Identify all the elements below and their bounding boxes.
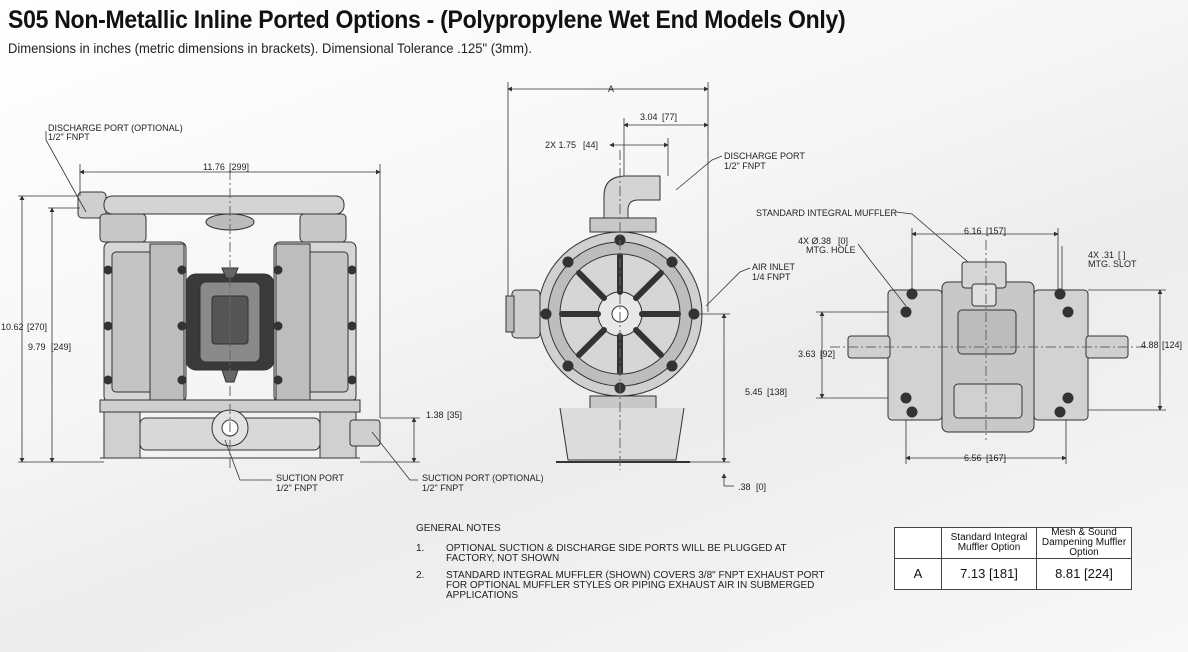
note-text: Optional suction & discharge side ports …	[446, 543, 787, 564]
side-dim-top-mm: [77]	[662, 112, 677, 122]
side-exhaust-muffler	[505, 289, 541, 339]
table-header-standard-muffler: Standard Integral Muffler Option	[941, 527, 1037, 559]
side-discharge-port-size: 1/2" FNPT	[724, 161, 766, 171]
table-header-mesh-muffler: Mesh & Sound Dampening Muffler Option	[1036, 527, 1132, 559]
front-height-port-dim-mm: [249]	[51, 342, 71, 352]
front-width-dim: 11.76	[203, 162, 225, 172]
suction-port-size: 1/2" FNPT	[276, 483, 318, 493]
mtg-hole-label: MTG. HOLE	[806, 245, 856, 255]
front-height-total-dim: 10.62	[1, 322, 24, 332]
table-cell-standard-value: 7.13 [181]	[941, 558, 1037, 590]
front-right-chamber	[273, 241, 357, 403]
page-title: S05 Non-Metallic Inline Ported Options -…	[8, 6, 846, 34]
table-row-label: A	[894, 558, 942, 590]
front-width-dim-mm: [299]	[229, 162, 249, 172]
side-suction-base	[556, 395, 690, 463]
side-discharge-elbow	[589, 175, 661, 233]
general-notes-heading: GENERAL NOTES	[416, 523, 501, 534]
side-discharge-port-label: DISCHARGE PORT	[724, 151, 805, 161]
side-base-dim-mm: [0]	[756, 482, 766, 492]
table-corner-cell	[894, 527, 942, 559]
top-dim-488: 4.88	[1141, 340, 1159, 350]
front-view-dimensions	[18, 131, 420, 481]
top-view-dimensions	[816, 211, 1166, 464]
dim-a-label: A	[608, 84, 614, 94]
top-dim-616: 6.16	[964, 226, 982, 236]
suction-port-optional-size: 1/2" FNPT	[422, 483, 464, 493]
top-left-chamber	[887, 288, 943, 421]
suction-port-optional-label: SUCTION PORT (OPTIONAL)	[422, 473, 544, 483]
top-dim-363-mm: [92]	[820, 349, 835, 359]
suction-port-label: SUCTION PORT	[276, 473, 344, 483]
mtg-slot-spec: 4X .31	[1088, 250, 1114, 260]
side-height-dim-mm: [138]	[767, 387, 787, 397]
front-height-port-dim: 9.79	[28, 342, 46, 352]
mtg-slot-label: MTG. SLOT	[1088, 259, 1137, 269]
table-cell-mesh-value: 8.81 [224]	[1036, 558, 1132, 590]
top-view-labels: STANDARD INTEGRAL MUFFLER 4X Ø.38 [0] MT…	[756, 208, 1182, 463]
front-discharge-port-optional-label: DISCHARGE PORT (OPTIONAL)	[48, 123, 183, 133]
front-suction-offset-dim: 1.38	[426, 410, 444, 420]
top-dim-616-mm: [157]	[986, 226, 1006, 236]
note-number: 1.	[416, 543, 425, 554]
side-view-dimensions	[507, 82, 751, 487]
note-item: 2. Standard integral muffler (shown) cov…	[416, 571, 836, 601]
muffler-label: STANDARD INTEGRAL MUFFLER	[756, 208, 898, 218]
air-inlet-size: 1/4 FNPT	[752, 272, 791, 282]
page-subtitle: Dimensions in inches (metric dimensions …	[8, 40, 532, 56]
side-dim-2x: 2X 1.75	[545, 140, 576, 150]
top-view	[830, 240, 1150, 440]
front-suction-offset-dim-mm: [35]	[447, 410, 462, 420]
top-right-chamber	[1033, 288, 1089, 421]
front-view	[77, 170, 381, 470]
front-left-chamber	[103, 241, 187, 403]
general-notes: GENERAL NOTES 1. Optional suction & disc…	[416, 523, 836, 608]
front-height-total-dim-mm: [270]	[27, 322, 47, 332]
muffler-dimension-table: Standard Integral Muffler Option Mesh & …	[894, 527, 1132, 590]
note-number: 2.	[416, 570, 425, 581]
top-center-body	[941, 261, 1035, 433]
mtg-hole-spec-mm: [0]	[838, 236, 848, 246]
side-dim-2x-mm: [44]	[583, 140, 598, 150]
top-dim-656-mm: [167]	[986, 453, 1006, 463]
mtg-slot-spec-mm: [ ]	[1118, 250, 1126, 260]
top-dim-488-mm: [124]	[1162, 340, 1182, 350]
front-discharge-manifold	[77, 191, 347, 243]
air-inlet-label: AIR INLET	[752, 262, 796, 272]
side-base-dim: .38	[738, 482, 751, 492]
front-discharge-port-optional-size: 1/2" FNPT	[48, 132, 90, 142]
top-dim-656: 6.56	[964, 453, 982, 463]
front-view-labels: DISCHARGE PORT (OPTIONAL) 1/2" FNPT 11.7…	[1, 123, 544, 493]
front-suction-manifold	[99, 399, 381, 459]
note-text: Standard integral muffler (shown) covers…	[446, 570, 825, 601]
side-view	[505, 150, 703, 470]
side-height-dim: 5.45	[745, 387, 763, 397]
top-dim-363: 3.63	[798, 349, 816, 359]
side-dim-top: 3.04	[640, 112, 658, 122]
note-item: 1. Optional suction & discharge side por…	[416, 544, 836, 564]
side-view-labels: A 3.04 [77] 2X 1.75 [44] DISCHARGE PORT …	[545, 84, 805, 492]
mtg-hole-spec: 4X Ø.38	[798, 236, 831, 246]
